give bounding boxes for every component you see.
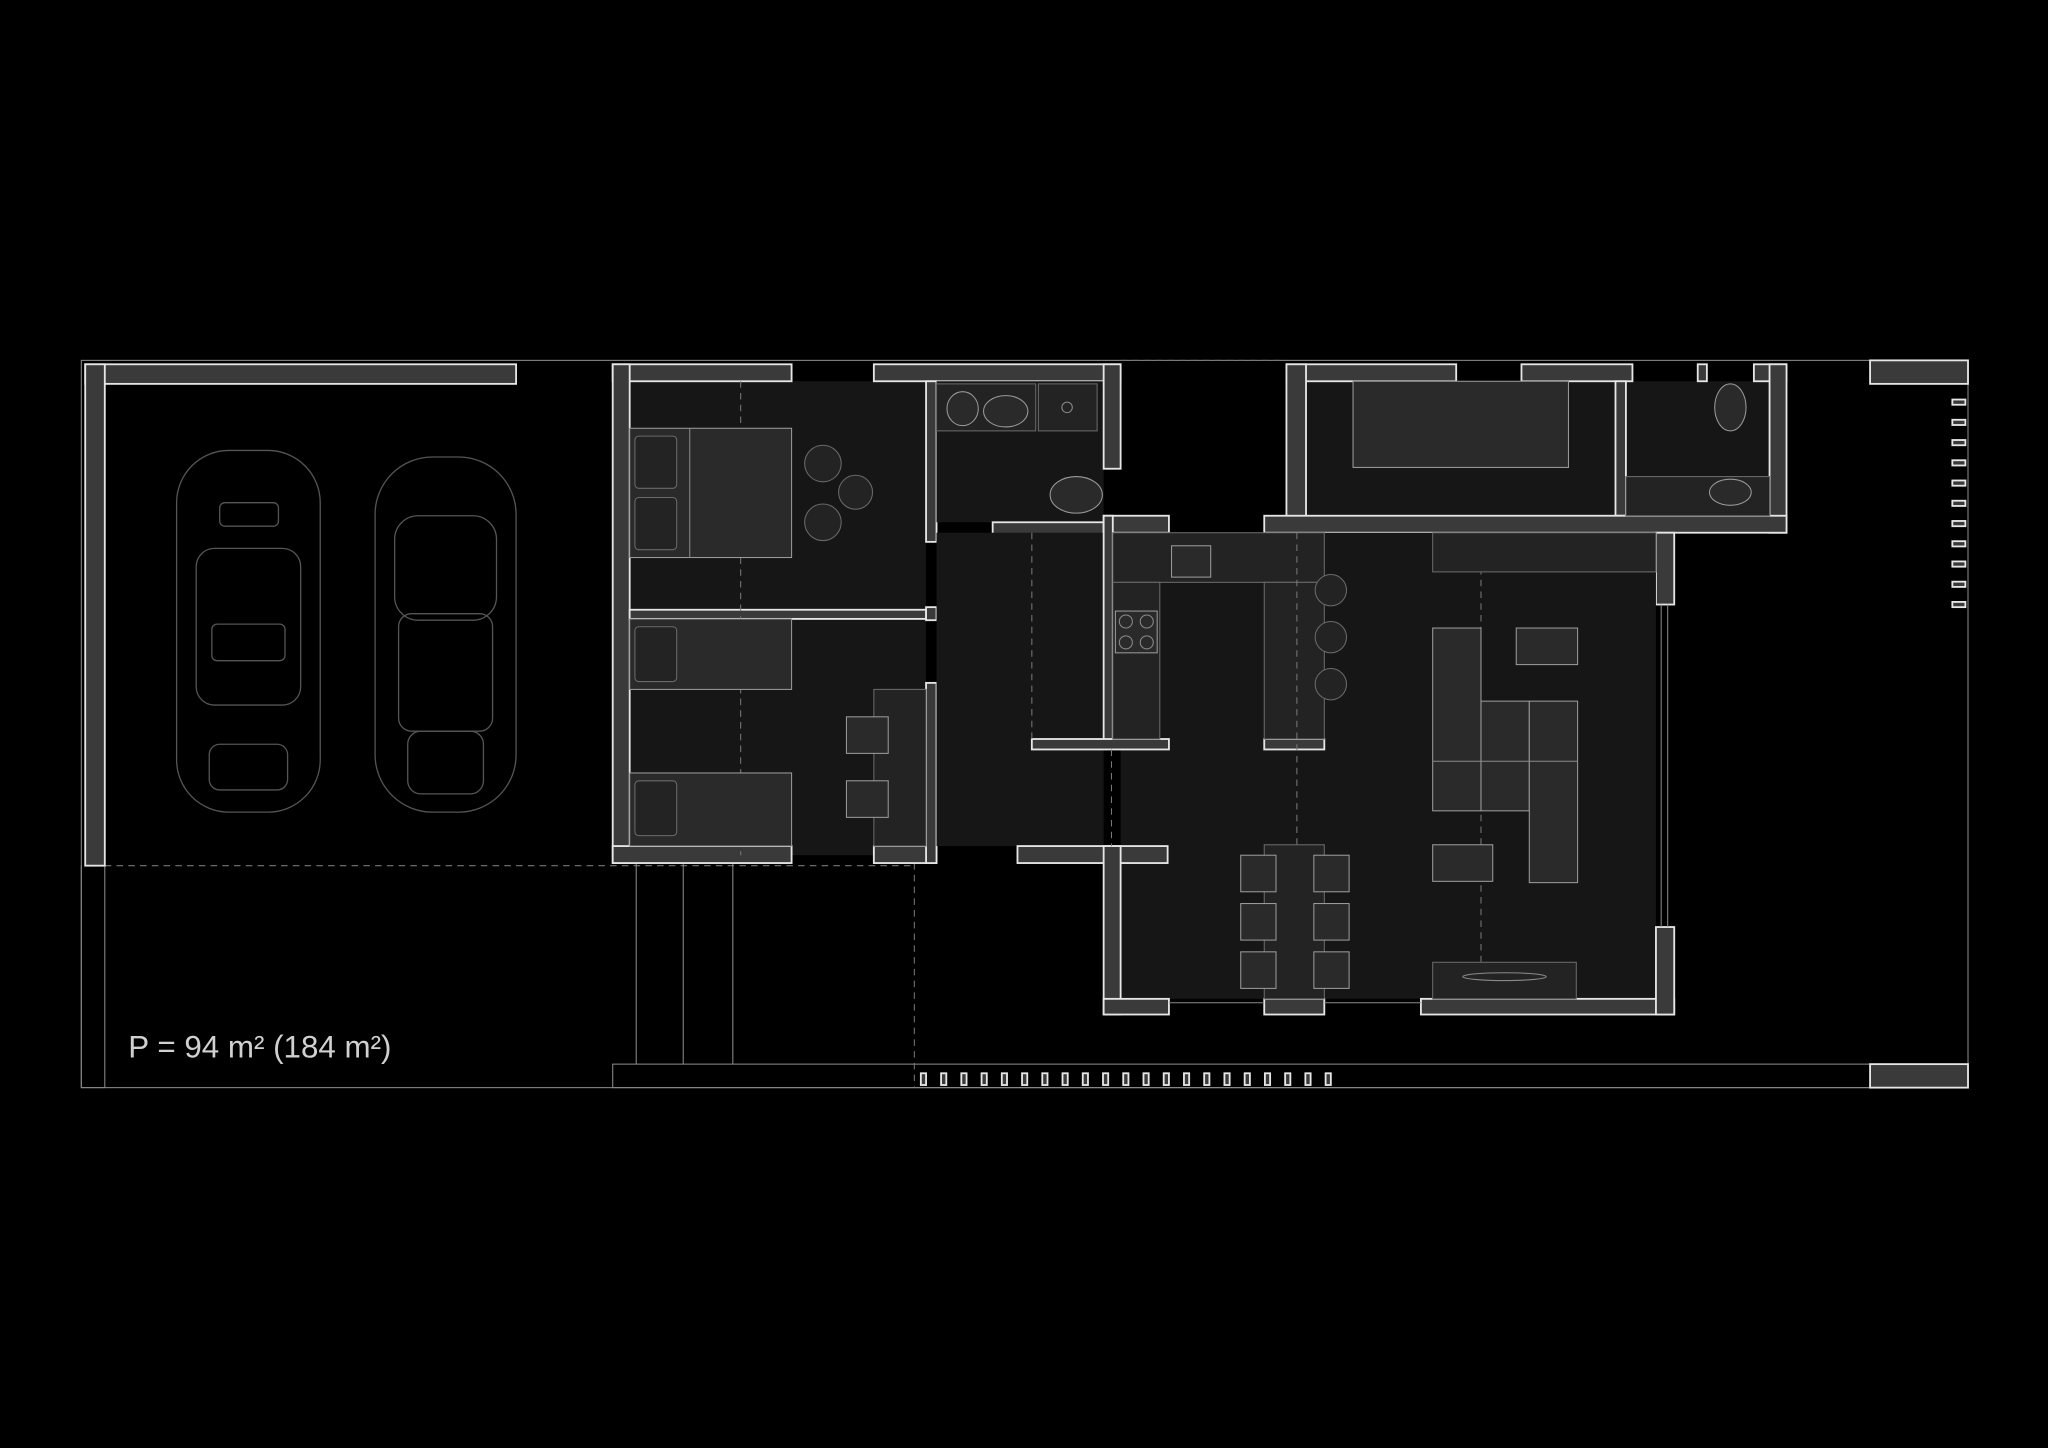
- sofa-icon: [1432, 627, 1579, 884]
- step-mark: [1951, 418, 1967, 426]
- area-label: P = 94 m² (184 m²): [128, 1030, 391, 1065]
- living-kitchen: [936, 514, 1676, 1016]
- step-mark: [1304, 1072, 1312, 1086]
- step-mark: [1142, 1072, 1150, 1086]
- step-mark: [1263, 1072, 1272, 1086]
- step-mark: [1324, 1072, 1332, 1086]
- sink-icon: [946, 391, 979, 427]
- step-mark: [1951, 560, 1967, 568]
- step-mark: [980, 1072, 988, 1086]
- bathroom: [935, 363, 1122, 535]
- toilet-icon: [1049, 476, 1103, 514]
- bed-icon: [629, 427, 793, 559]
- ottoman-icon: [1432, 844, 1494, 882]
- sink-icon: [1708, 478, 1752, 506]
- step-mark: [1000, 1072, 1008, 1086]
- step-mark: [1223, 1072, 1231, 1086]
- terrace-markers: [919, 359, 1969, 1089]
- step-mark: [919, 1072, 927, 1086]
- stove-icon: [1114, 610, 1158, 654]
- step-mark: [1102, 1072, 1110, 1086]
- sink-icon: [1171, 545, 1212, 578]
- step-mark: [1061, 1072, 1069, 1086]
- step-mark: [1162, 1072, 1170, 1086]
- car-icon: [374, 456, 517, 813]
- stool-icon: [1314, 573, 1348, 701]
- step-mark: [1021, 1072, 1029, 1086]
- step-mark: [1951, 580, 1967, 588]
- sink-icon: [983, 395, 1029, 428]
- step-mark: [1951, 601, 1967, 609]
- site-outline: [80, 359, 1969, 1089]
- utility-block: [1102, 363, 1788, 606]
- armchair-icon: [1515, 627, 1579, 666]
- step-mark: [1243, 1072, 1251, 1086]
- desk-icon: [845, 688, 927, 847]
- chair-icon: [804, 444, 874, 542]
- step-mark: [960, 1072, 968, 1086]
- step-mark: [1122, 1072, 1130, 1086]
- step-mark: [1951, 499, 1967, 507]
- step-mark: [1284, 1072, 1292, 1086]
- car-icon: [175, 449, 321, 813]
- step-mark: [1183, 1072, 1191, 1086]
- step-mark: [1041, 1072, 1049, 1086]
- toilet-icon: [1714, 383, 1747, 432]
- dining-table-icon: [1240, 844, 1350, 1000]
- bed-icon: [629, 618, 793, 847]
- step-mark: [1951, 540, 1967, 548]
- garage: [84, 363, 518, 867]
- step-mark: [1951, 520, 1967, 528]
- step-mark: [1951, 459, 1967, 467]
- step-mark: [940, 1072, 948, 1086]
- step-mark: [1081, 1072, 1089, 1086]
- kitchen-counter: [1112, 532, 1325, 740]
- step-mark: [1203, 1072, 1211, 1086]
- step-mark: [1951, 398, 1967, 406]
- bedrooms: [611, 363, 1122, 864]
- step-mark: [1951, 439, 1967, 447]
- shower-icon: [1037, 383, 1098, 432]
- step-mark: [1951, 479, 1967, 487]
